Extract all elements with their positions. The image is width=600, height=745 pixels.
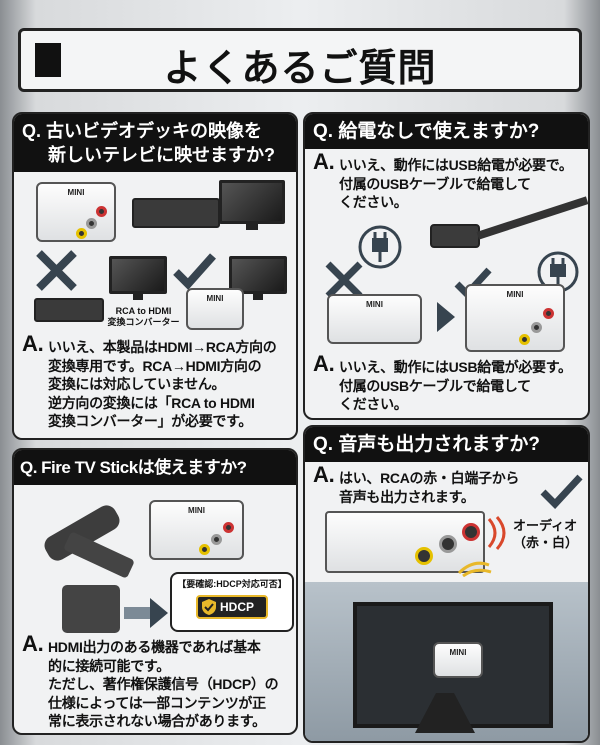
audio-label: オーディオ （赤・白） (513, 517, 578, 551)
answer-line: 仕様によっては一部コンテンツが正 (48, 694, 266, 711)
device-label: MINI (449, 648, 467, 657)
answer-text: A. いいえ、動作にはUSB給電が必要す。 付属のUSBケーブルで給電して くだ… (313, 351, 588, 414)
badge-text: HDCP (220, 600, 255, 614)
answer-prefix: A. (313, 351, 335, 376)
vcr-icon (132, 198, 220, 228)
hdcp-callout: 【要確認:HDCP対応可否】 HDCP (170, 572, 294, 632)
device-label: MINI (366, 300, 383, 309)
label-line: （赤・白） (513, 535, 579, 550)
usb-cable-icon (430, 224, 480, 248)
converter-device: MINI (327, 294, 422, 344)
hdcp-badge: HDCP (196, 595, 268, 619)
sound-wave-icon (487, 516, 506, 550)
device-label: MINI (67, 188, 85, 197)
converter-device: MINI (465, 284, 565, 352)
label-line: 変換コンバーター (107, 317, 180, 327)
faq-panel-power: Q. 給電なしで使えますか? A. いいえ、動作にはUSB給電が必要で。 付属の… (303, 112, 590, 420)
device-label: MINI (188, 506, 205, 515)
power-plug-icon (358, 225, 402, 269)
faq-panel-audio: Q. 音声も出力されますか? A. はい、RCAの赤・白端子から 音声も出力され… (303, 425, 590, 743)
converter-device: MINI (149, 500, 244, 560)
answer-line: はい、RCAの赤・白端子から (339, 470, 520, 486)
cross-icon (325, 261, 363, 299)
answer-line: 付属のUSBケーブルで給電して (339, 175, 531, 192)
answer-text: A. HDMI出力のある機器であれば基本 的に接続可能です。 ただし、著作権保護… (22, 631, 296, 731)
answer-line: 付属のUSBケーブルで給電して (339, 377, 531, 394)
sound-wave-icon (457, 561, 492, 577)
question-header: Q. 給電なしで使えますか? (305, 114, 588, 149)
cross-icon (36, 250, 77, 291)
answer-line: 常に表示されない場合があります。 (48, 713, 266, 729)
answer-line: いいえ、動作にはUSB給電が必要で。 (339, 157, 573, 173)
question-header: Q. Fire TV Stickは使えますか? (14, 450, 296, 485)
answer-line: 的に接続可能です。 (48, 657, 170, 674)
answer-prefix: A. (22, 331, 44, 356)
converter-device-closeup (325, 511, 485, 573)
callout-label: 【要確認:HDCP対応可否】 (177, 579, 287, 589)
label-line: RCA to HDMI (115, 306, 172, 316)
tv-icon (109, 256, 167, 300)
tv-icon (219, 180, 285, 230)
fire-tv-stick-icon (62, 585, 120, 633)
label-line: オーディオ (513, 518, 578, 533)
faq-panel-firetv: Q. Fire TV Stickは使えますか? MINI 【要確認:HDCP対応… (12, 448, 298, 735)
page-title: よくあるご質問 (163, 48, 437, 90)
converter-device: MINI (36, 182, 116, 242)
check-icon (173, 253, 216, 290)
fire-tv-stick-icon (63, 531, 135, 579)
device-label: MINI (206, 294, 224, 303)
page-title-banner: よくあるご質問 (18, 28, 582, 92)
answer-text: A. はい、RCAの赤・白端子から 音声も出力されます。 (313, 462, 533, 506)
question-text: 新しいテレビに映せますか? (48, 145, 275, 165)
answer-line: HDMI出力のある機器であれば基本 (48, 639, 261, 655)
answer-line: 音声も出力されます。 (339, 488, 475, 505)
answer-prefix: A. (22, 631, 44, 656)
converter-device: MINI (186, 288, 244, 330)
shield-check-icon (202, 599, 216, 615)
answer-text: A. いいえ、動作にはUSB給電が必要で。 付属のUSBケーブルで給電して くだ… (313, 149, 588, 212)
answer-line: 逆方向の変換には「RCA to HDMI (48, 394, 255, 411)
answer-line: ただし、著作権保護信号（HDCP）の (48, 676, 279, 692)
question-header: Q. 古いビデオデッキの映像を 新しいテレビに映せますか? (14, 114, 296, 172)
arrow-right-icon (124, 598, 168, 628)
answer-line: 変換には対応していません。 (48, 376, 226, 392)
answer-prefix: A. (313, 149, 335, 174)
answer-line: ください。 (339, 194, 408, 210)
vcr-icon (34, 298, 104, 322)
answer-line: いいえ、動作にはUSB給電が必要す。 (339, 359, 572, 375)
answer-line: ください。 (339, 396, 408, 412)
converter-device: MINI (433, 642, 483, 678)
faq-panel-vcr: Q. 古いビデオデッキの映像を 新しいテレビに映せますか? MINI RCA t… (12, 112, 298, 440)
answer-text: A. いいえ、本製品はHDMI→RCA方向の 変換専用です。RCA→HDMI方向… (22, 331, 296, 431)
answer-line: 変換専用です。RCA→HDMI方向の (48, 357, 262, 374)
title-bar-icon (35, 43, 61, 77)
answer-line: いいえ、本製品はHDMI→RCA方向の (48, 339, 277, 355)
check-icon (540, 474, 583, 510)
arrow-right-icon (437, 302, 455, 332)
tv-icon (229, 256, 287, 300)
answer-prefix: A. (313, 462, 335, 487)
question-header: Q. 音声も出力されますか? (305, 427, 588, 462)
answer-line: 変換コンバーター」が必要です。 (48, 413, 253, 429)
question-text: Q. 古いビデオデッキの映像を (22, 121, 263, 141)
device-label: MINI (506, 290, 524, 299)
